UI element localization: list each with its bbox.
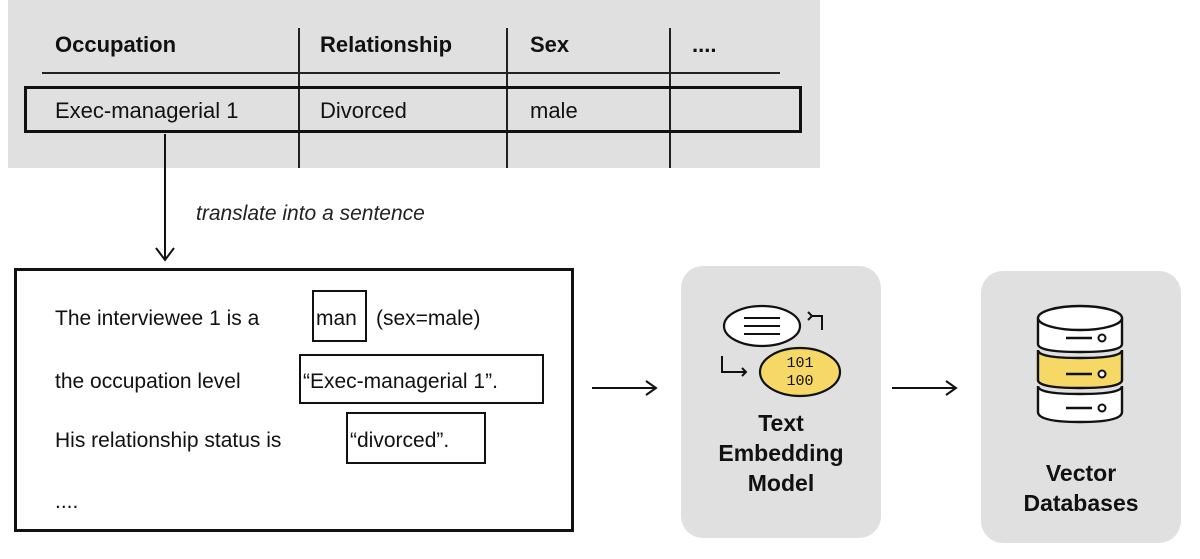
sentence-text: The interviewee 1 is a (55, 307, 260, 330)
column-header-sex: Sex (530, 32, 570, 57)
highlight-box (299, 354, 544, 404)
model-title-line: Model (747, 470, 815, 496)
database-stack-icon (1036, 304, 1124, 424)
right-arrow (892, 380, 958, 396)
highlight-occupation: “Exec-managerial 1”. (303, 370, 498, 393)
sentence-box (14, 268, 574, 532)
sentence-line-2: the occupation level (55, 370, 241, 393)
sentence-line-4: .... (55, 490, 79, 513)
column-header-relationship: Relationship (320, 32, 453, 57)
column-divider (669, 28, 671, 168)
text-to-binary-icon: 101 100 (721, 304, 842, 398)
model-title-line: Embedding (718, 440, 844, 466)
binary-top: 101 (786, 355, 813, 372)
column-divider (506, 28, 508, 168)
binary-bottom: 100 (786, 373, 813, 390)
highlight-relationship: “divorced”. (350, 429, 450, 452)
database-title: Vector Databases (981, 458, 1181, 518)
translate-caption: translate into a sentence (196, 202, 425, 225)
cell-occupation: Exec-managerial 1 (55, 98, 239, 123)
sentence-line-1: The interviewee 1 is a (55, 307, 259, 331)
column-header-more: .... (692, 32, 717, 57)
highlight-box (346, 412, 486, 464)
down-arrow (155, 134, 175, 262)
highlight-box (312, 290, 367, 342)
sentence-line-3: His relationship status is (55, 429, 282, 452)
database-title-line: Vector (1045, 460, 1117, 486)
highlight-word-man: man (316, 307, 357, 330)
cell-relationship: Divorced (320, 98, 407, 123)
right-arrow (592, 380, 658, 396)
model-title: Text Embedding Model (681, 408, 881, 498)
header-divider (42, 72, 780, 74)
column-header-occupation: Occupation (55, 32, 177, 57)
model-title-line: Text (758, 410, 804, 436)
selected-row-outline (24, 86, 802, 133)
sentence-text: (sex=male) (376, 307, 481, 330)
table-panel (8, 0, 820, 168)
database-title-line: Databases (1023, 490, 1139, 516)
cell-sex: male (530, 98, 578, 123)
column-divider (298, 28, 300, 168)
